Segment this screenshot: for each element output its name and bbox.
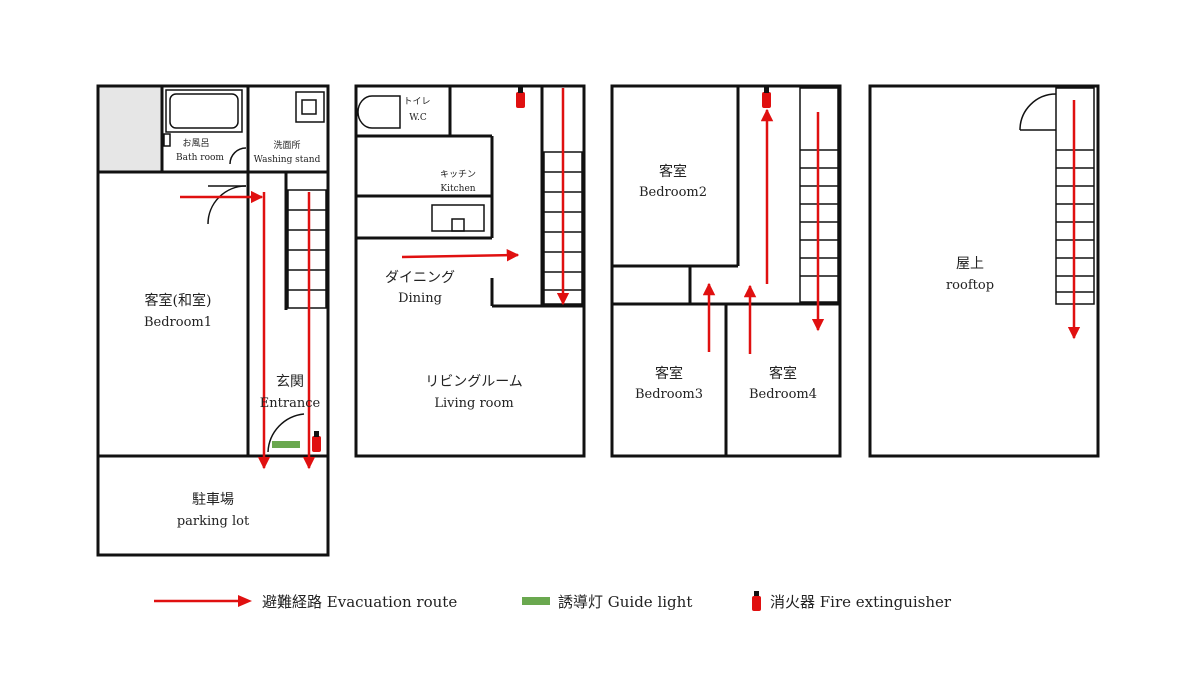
- washing-sink: [295, 91, 325, 123]
- guide-light-icon: [522, 597, 550, 605]
- living-label-en: Living room: [434, 396, 513, 411]
- entrance-label-en: Entrance: [260, 396, 321, 411]
- kitchen-sink: [431, 204, 485, 232]
- fire-extinguisher-icon: [762, 87, 771, 108]
- parking-label-en: parking lot: [177, 514, 250, 529]
- guide-light-marker: [272, 441, 300, 448]
- stairs-floor-1: [287, 189, 327, 309]
- bedroom2-label-en: Bedroom2: [639, 185, 707, 200]
- evacuation-routes-floor-1: [180, 190, 316, 470]
- fire-extinguisher-legend-icon: [752, 591, 761, 611]
- bath-label-ja: お風呂: [182, 138, 209, 149]
- rooftop-door: [1019, 93, 1057, 131]
- bedroom2-label-ja: 客室: [659, 163, 687, 180]
- floor-2-outline: [354, 84, 586, 458]
- bedroom1-label-ja: 客室(和室): [145, 292, 212, 309]
- legend-extinguisher-label: 消火器 Fire extinguisher: [770, 592, 952, 611]
- bedroom3-label-ja: 客室: [655, 365, 683, 382]
- evacuation-routes-floor-3: [702, 108, 825, 354]
- evacuation-routes-floor-2: [401, 88, 570, 306]
- fire-extinguisher-icon: [516, 87, 525, 108]
- bedroom1-label-en: Bedroom1: [144, 315, 212, 330]
- legend-guide-light: 誘導灯 Guide light: [522, 588, 692, 614]
- washing-label-ja: 洗面所: [273, 139, 300, 151]
- legend-evacuation-route: 避難経路 Evacuation route: [154, 588, 457, 614]
- route-arrow-icon: [154, 595, 252, 607]
- dining-label-en: Dining: [398, 291, 442, 306]
- bath-door: [229, 147, 247, 165]
- legend: 避難経路 Evacuation route 誘導灯 Guide light 消火…: [0, 588, 1200, 614]
- kitchen-label-ja: キッチン: [440, 169, 476, 180]
- rooftop-label-en: rooftop: [946, 278, 994, 293]
- entrance-label-ja: 玄関: [276, 373, 304, 390]
- rooftop-label-ja: 屋上: [956, 256, 984, 272]
- floor-4: [868, 84, 1100, 458]
- toilet-fixture: [357, 95, 401, 129]
- bath-label-en: Bath room: [176, 153, 224, 163]
- dining-label-ja: ダイニング: [385, 270, 455, 286]
- legend-guide-light-label: 誘導灯 Guide light: [558, 592, 693, 611]
- floor-2: [354, 84, 586, 458]
- legend-fire-extinguisher: 消火器 Fire extinguisher: [752, 588, 951, 614]
- parking-label-ja: 駐車場: [192, 491, 234, 508]
- parking-lot-outline: [96, 454, 330, 557]
- bedroom4-label-ja: 客室: [769, 365, 797, 382]
- fire-extinguisher-icon: [312, 431, 321, 452]
- rooftop-outline: [868, 84, 1100, 458]
- shaded-area: [99, 87, 162, 172]
- bedroom4-label-en: Bedroom4: [749, 387, 817, 402]
- bedroom3-label-en: Bedroom3: [635, 387, 703, 402]
- washing-label-en: Washing stand: [254, 155, 321, 165]
- toilet-label-ja: トイレ: [403, 97, 430, 107]
- bedroom1-door: [207, 185, 247, 225]
- living-label-ja: リビングルーム: [425, 374, 523, 390]
- legend-route-label: 避難経路 Evacuation route: [262, 592, 458, 611]
- entrance-door: [267, 413, 305, 453]
- floor-1: [96, 84, 330, 557]
- bathtub: [165, 89, 243, 133]
- toilet-label-en: W.C: [409, 113, 427, 123]
- kitchen-label-en: Kitchen: [440, 184, 475, 194]
